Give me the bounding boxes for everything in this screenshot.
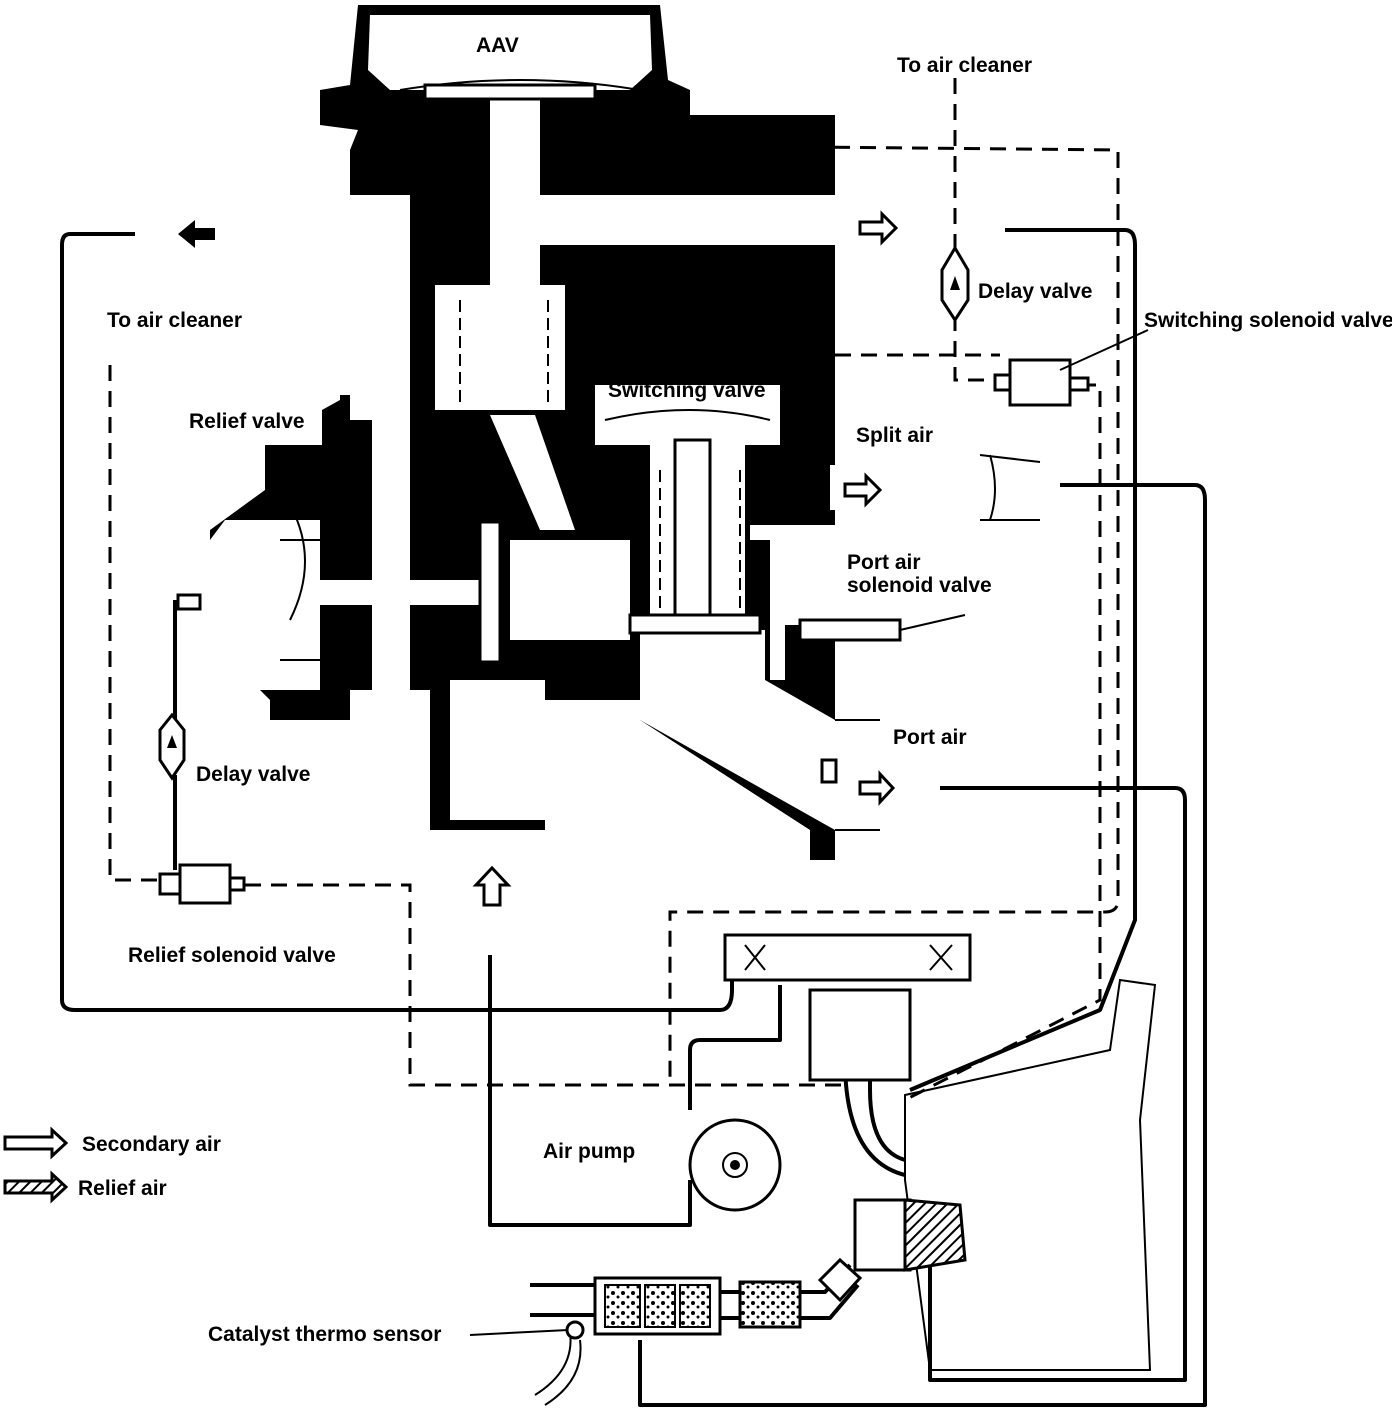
labels: AAV To air cleaner To air cleaner Delay … bbox=[107, 34, 1392, 1346]
legend-relief-air-label: Relief air bbox=[78, 1177, 167, 1200]
label-port-air-solenoid-valve-2: solenoid valve bbox=[847, 574, 992, 597]
label-relief-valve: Relief valve bbox=[189, 410, 305, 433]
label-port-air: Port air bbox=[893, 726, 967, 749]
secondary-air-arrows bbox=[178, 210, 899, 907]
switching-solenoid-valve-body bbox=[993, 329, 1149, 407]
legend-secondary-air-icon bbox=[3, 1126, 69, 1160]
arrow-relief-out-left bbox=[178, 220, 215, 248]
label-switching-solenoid-valve: Switching solenoid valve bbox=[1144, 309, 1392, 332]
delay-valve-top bbox=[940, 245, 970, 323]
air-pump-body bbox=[688, 1118, 782, 1212]
label-delay-valve-top: Delay valve bbox=[978, 280, 1092, 303]
arrow-split-air bbox=[843, 472, 883, 508]
arrow-out-right-1 bbox=[858, 210, 899, 246]
air-cleaner-box bbox=[723, 933, 972, 1082]
label-catalyst-thermo-sensor: Catalyst thermo sensor bbox=[208, 1323, 441, 1346]
label-air-pump: Air pump bbox=[543, 1140, 635, 1163]
label-port-air-solenoid-valve-1: Port air bbox=[847, 551, 921, 574]
label-split-air: Split air bbox=[856, 424, 933, 447]
legend: Secondary air Relief air bbox=[3, 1126, 221, 1204]
delay-valve-left bbox=[158, 712, 186, 781]
label-switching-valve: Switching valve bbox=[608, 379, 766, 402]
arrow-port-air bbox=[858, 770, 896, 806]
legend-secondary-air-label: Secondary air bbox=[82, 1133, 221, 1156]
exhaust-manifold bbox=[853, 1198, 967, 1272]
arrow-inlet-up bbox=[472, 865, 512, 907]
label-aav: AAV bbox=[476, 34, 519, 57]
relief-solenoid-valve-body bbox=[158, 863, 246, 905]
exhaust-system bbox=[469, 1257, 863, 1406]
label-to-air-cleaner-left: To air cleaner bbox=[107, 309, 242, 332]
label-relief-solenoid-valve: Relief solenoid valve bbox=[128, 944, 336, 967]
relief-valve-connector bbox=[176, 593, 202, 611]
legend-relief-air-icon bbox=[3, 1170, 69, 1204]
label-delay-valve-left: Delay valve bbox=[196, 763, 310, 786]
valve-body bbox=[210, 5, 1041, 860]
air-hoses bbox=[60, 228, 1207, 1407]
label-to-air-cleaner-top: To air cleaner bbox=[897, 54, 1032, 77]
vacuum-lines bbox=[108, 78, 1120, 1102]
